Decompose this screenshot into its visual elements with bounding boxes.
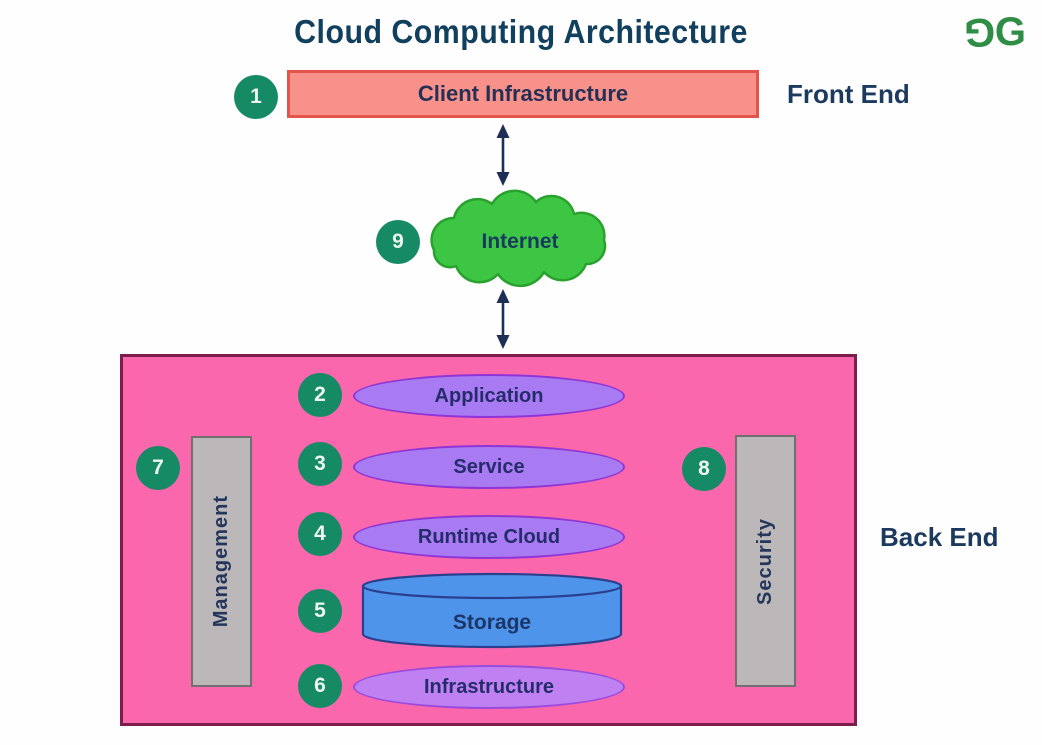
client-infrastructure-label: Client Infrastructure [417, 81, 629, 106]
management-label: Management [210, 495, 232, 628]
step-badge-9: 9 [376, 220, 420, 264]
security-label: Security [754, 517, 776, 605]
runtime-cloud-label: Runtime Cloud [417, 525, 561, 548]
runtime-cloud-ellipse: Runtime Cloud [353, 515, 625, 559]
step-badge-2: 2 [298, 373, 342, 417]
step-badge-3: 3 [298, 442, 342, 486]
front-end-label: Front End [787, 79, 910, 109]
back-end-label: Back End [880, 522, 999, 552]
management-pillar: Management [191, 436, 252, 687]
step-badge-1: 1 [234, 75, 278, 119]
step-badge-7: 7 [136, 446, 180, 490]
logo-glyph-right: G [994, 10, 1026, 54]
storage-cylinder: Storage [361, 572, 623, 652]
storage-label: Storage [452, 611, 532, 634]
internet-label: Internet [481, 230, 559, 253]
application-ellipse: Application [353, 374, 625, 418]
service-label: Service [453, 455, 525, 478]
step-badge-4: 4 [298, 512, 342, 556]
application-label: Application [434, 384, 544, 407]
arrow-client-internet [496, 124, 510, 186]
logo-glyph-left: G [972, 10, 995, 54]
internet-cloud-shape [430, 189, 607, 288]
storage-cylinder-shape [361, 572, 623, 649]
page-title: Cloud Computing Architecture [294, 13, 748, 50]
infrastructure-label: Infrastructure [423, 675, 555, 698]
arrow-internet-backend [496, 289, 510, 349]
infrastructure-ellipse: Infrastructure [353, 665, 625, 709]
service-ellipse: Service [353, 445, 625, 489]
security-pillar: Security [735, 435, 796, 687]
step-badge-6: 6 [298, 664, 342, 708]
step-badge-8: 8 [682, 447, 726, 491]
geeksforgeeks-logo-icon: GG [972, 10, 1026, 54]
client-infrastructure-box: Client Infrastructure [287, 70, 759, 118]
step-badge-5: 5 [298, 589, 342, 633]
